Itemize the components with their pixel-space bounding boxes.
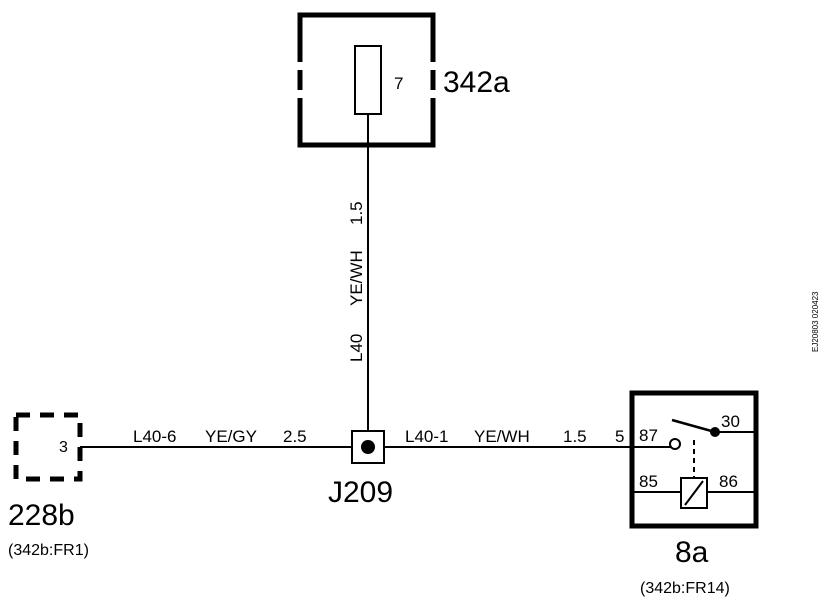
relay-switch-arm: [671, 418, 716, 434]
wire-left-color: YE/GY: [205, 427, 257, 446]
connector-228b: 3 228b (342b:FR1): [8, 412, 89, 559]
wire-vertical-size: 1.5: [347, 201, 366, 225]
fuse-box-id: 342a: [443, 66, 510, 99]
junction-id: J209: [328, 476, 393, 509]
fuse-number: 7: [394, 74, 403, 93]
relay-id: 8a: [675, 536, 709, 569]
relay-connector-pin: 5: [615, 427, 624, 446]
wire-right-size: 1.5: [563, 427, 587, 446]
junction-dot: [361, 440, 375, 454]
connector-id: 228b: [8, 499, 75, 532]
fuse-box-342a: 7 342a: [297, 12, 510, 148]
relay-terminal-85: 85: [639, 472, 658, 491]
wire-vertical-circuit: L40: [347, 334, 366, 362]
wire-right-color: YE/WH: [474, 427, 530, 446]
relay-terminal-87: 87: [639, 426, 658, 445]
wire-left: L40-6 YE/GY 2.5: [80, 427, 352, 448]
wire-right: L40-1 YE/WH 1.5 5: [384, 427, 672, 448]
relay-contact-30: [710, 427, 720, 437]
drawing-code: EJ20803 020423: [811, 291, 820, 352]
fuse-symbol: [354, 45, 382, 115]
relay-ref: (342b:FR14): [640, 580, 730, 597]
wire-vertical: L40 YE/WH 1.5: [347, 145, 369, 432]
relay-terminal-86: 86: [719, 472, 738, 491]
relay-terminal-30: 30: [721, 412, 740, 431]
connector-pin: 3: [59, 439, 68, 456]
junction-j209: J209: [328, 430, 393, 509]
wire-left-circuit: L40-6: [133, 427, 176, 446]
wire-vertical-color: YE/WH: [347, 250, 366, 306]
connector-ref: (342b:FR1): [8, 542, 89, 559]
relay-8a: 87 30 85 86 8a (342b:FR14): [629, 390, 759, 597]
wire-right-circuit: L40-1: [405, 427, 448, 446]
relay-contact-87: [669, 438, 681, 450]
wire-left-size: 2.5: [283, 427, 307, 446]
